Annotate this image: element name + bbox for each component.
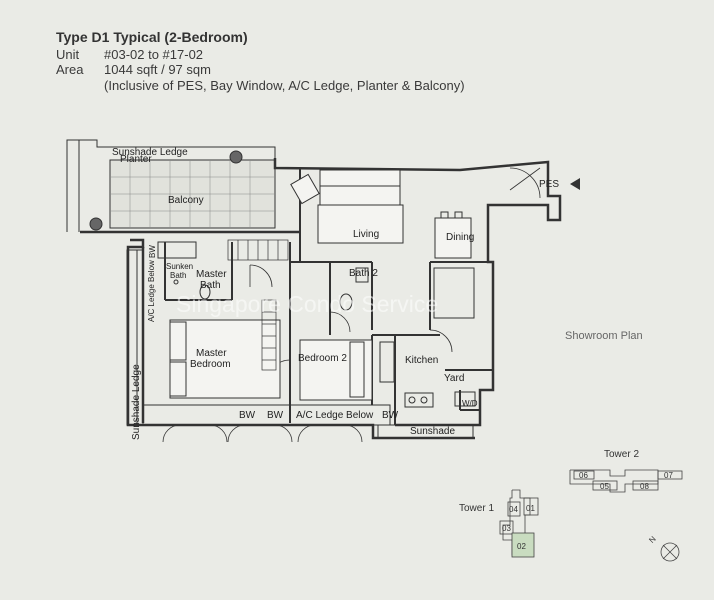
unit-03: 03 bbox=[502, 524, 511, 533]
plan-header: Type D1 Typical (2-Bedroom) Unit #03-02 … bbox=[56, 29, 465, 94]
key-plan: Tower 2 06 05 08 07 Tower 1 01 04 03 02 … bbox=[459, 449, 683, 562]
bw-label-1: BW bbox=[239, 410, 256, 421]
sunken-bath-label-1: Sunken bbox=[166, 262, 193, 271]
bedroom2-bed bbox=[299, 339, 373, 401]
living-label: Living bbox=[353, 229, 379, 240]
north-label: N bbox=[647, 534, 658, 545]
pes-label: PES bbox=[539, 179, 559, 190]
north-compass-icon bbox=[660, 542, 680, 562]
yard-label: Yard bbox=[444, 373, 464, 384]
master-bedroom-label-2: Bedroom bbox=[190, 359, 231, 370]
master-bath-label-2: Bath bbox=[200, 280, 221, 291]
sunshade-bottom-label: Sunshade bbox=[410, 426, 455, 437]
bw-label-2: BW bbox=[267, 410, 284, 421]
bw-label-3: BW bbox=[382, 410, 399, 421]
plan-title: Type D1 Typical (2-Bedroom) bbox=[56, 29, 248, 45]
wd-label: W/D bbox=[462, 399, 478, 408]
planter-label: Planter bbox=[120, 154, 152, 165]
kitchen-label: Kitchen bbox=[405, 355, 438, 366]
stamp-text: Showroom Plan bbox=[565, 330, 643, 342]
unit-value: #03-02 to #17-02 bbox=[104, 46, 204, 62]
ac-ledge-below-label: A/C Ledge Below bbox=[296, 410, 374, 421]
area-note: (Inclusive of PES, Bay Window, A/C Ledge… bbox=[104, 77, 465, 93]
dining-table bbox=[434, 217, 472, 259]
area-label: Area bbox=[56, 62, 84, 77]
master-bedroom-label-1: Master bbox=[196, 348, 227, 359]
sunshade-bottom-ledge bbox=[377, 424, 474, 439]
unit-05: 05 bbox=[600, 482, 609, 491]
unit-08: 08 bbox=[640, 482, 649, 491]
watermark-text: Singapore Condo Service bbox=[176, 291, 438, 317]
tower1-label: Tower 1 bbox=[459, 503, 494, 514]
unit-06: 06 bbox=[579, 471, 588, 480]
sunken-bath-label-2: Bath bbox=[170, 271, 186, 280]
unit-02: 02 bbox=[517, 542, 526, 551]
bw-vertical-label: BW bbox=[148, 245, 157, 258]
unit-row: Unit #03-02 to #17-02 bbox=[56, 47, 465, 63]
unit-07: 07 bbox=[664, 471, 673, 480]
sunshade-ledge-top bbox=[66, 139, 276, 232]
unit-01: 01 bbox=[526, 504, 535, 513]
sunshade-ledge-top-label: Sunshade Ledge bbox=[112, 147, 188, 158]
tower2-label: Tower 2 bbox=[604, 449, 639, 460]
highlighted-unit-02 bbox=[511, 532, 535, 558]
balcony-label: Balcony bbox=[168, 195, 204, 206]
sunshade-ledge-left-label: Sunshade Ledge bbox=[131, 364, 142, 440]
area-value: 1044 sqft / 97 sqm bbox=[104, 62, 211, 77]
dining-label: Dining bbox=[446, 232, 474, 243]
bedroom2-label: Bedroom 2 bbox=[298, 353, 347, 364]
master-bath-label-1: Master bbox=[196, 269, 227, 280]
bath2-label: Bath 2 bbox=[349, 268, 378, 279]
unit-label: Unit bbox=[56, 46, 80, 62]
entrance-arrow bbox=[570, 178, 580, 190]
ac-ledge-vertical-label: A/C Ledge Below bbox=[147, 260, 156, 322]
area-note-row: (Inclusive of PES, Bay Window, A/C Ledge… bbox=[56, 78, 465, 94]
area-row: Area 1044 sqft / 97 sqm bbox=[56, 62, 465, 78]
armchair bbox=[290, 173, 320, 205]
unit-04: 04 bbox=[509, 505, 518, 514]
outer-wall bbox=[273, 158, 562, 427]
